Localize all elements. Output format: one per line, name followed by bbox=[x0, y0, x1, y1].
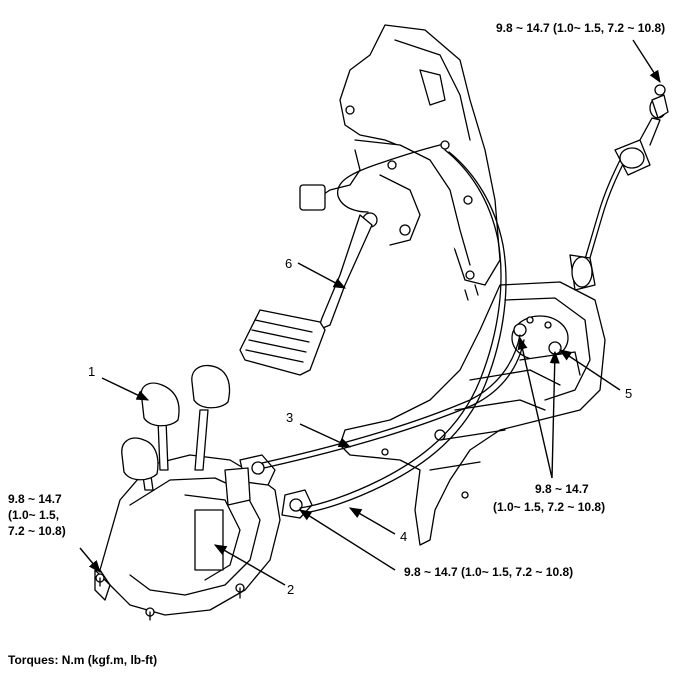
torque-label-top-right: 9.8 ~ 14.7 (1.0~ 1.5, 7.2 ~ 10.8) bbox=[496, 21, 665, 35]
pedal-bracket bbox=[299, 24, 501, 301]
torque-label-left: 9.8 ~ 14.7 (1.0~ 1.5, 7.2 ~ 10.8) bbox=[8, 492, 66, 538]
torque-label-right-mid-2: (1.0~ 1.5, 7.2 ~ 10.8) bbox=[493, 500, 605, 514]
leader-lines bbox=[79, 39, 661, 586]
callout-2: 2 bbox=[287, 582, 294, 597]
callout-4: 4 bbox=[400, 529, 407, 544]
clutch-pedal bbox=[239, 214, 373, 376]
cable-end-fittings bbox=[569, 84, 669, 291]
footer-torque-units: Torques: N.m (kgf.m, lb-ft) bbox=[8, 653, 157, 667]
callout-1: 1 bbox=[88, 364, 95, 379]
torque-label-bottom: 9.8 ~ 14.7 (1.0~ 1.5, 7.2 ~ 10.8) bbox=[404, 565, 573, 579]
callout-5: 5 bbox=[625, 386, 632, 401]
torque-label-right-mid-1: 9.8 ~ 14.7 bbox=[535, 482, 589, 496]
callout-6: 6 bbox=[285, 256, 292, 271]
shift-lever-assembly bbox=[94, 364, 313, 621]
callout-3: 3 bbox=[286, 410, 293, 425]
